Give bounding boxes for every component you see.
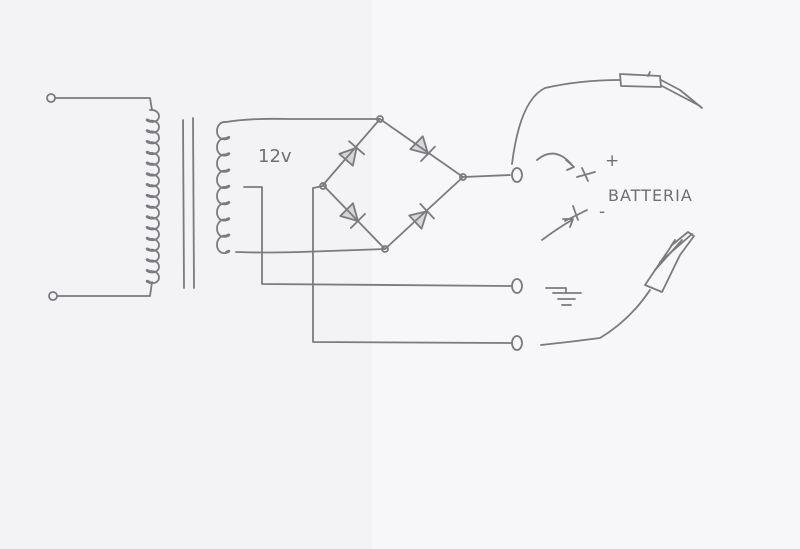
battery-symbol xyxy=(536,152,596,241)
diode-upper-right xyxy=(409,135,436,162)
ground-symbol-icon xyxy=(545,287,582,306)
bridge-node-top xyxy=(376,115,384,123)
minus-sign-label: - xyxy=(599,202,605,222)
positive-clamp-lead xyxy=(511,71,703,165)
terminal-negative xyxy=(511,335,523,351)
diode-lower-left xyxy=(339,202,366,229)
terminal-positive xyxy=(511,167,523,183)
output-terminals xyxy=(511,167,523,351)
secondary-winding xyxy=(216,117,513,287)
primary-coil xyxy=(145,109,160,284)
bridge-node-bottom xyxy=(381,245,389,253)
secondary-coil xyxy=(216,121,231,254)
positive-wire xyxy=(462,174,511,178)
voltage-label: 12v xyxy=(258,146,292,167)
transformer-core xyxy=(182,117,195,289)
secondary-coil-loops xyxy=(216,121,231,254)
center-tap-wire xyxy=(243,186,513,287)
plus-sign-label: + xyxy=(605,151,619,171)
primary-coil-loops xyxy=(145,109,160,284)
diode-lower-right xyxy=(408,203,435,230)
diode-upper-left xyxy=(338,140,366,167)
paper-right-half xyxy=(372,0,800,549)
battery-label: BATTERIA xyxy=(608,186,693,205)
negative-clamp-lead xyxy=(540,231,695,346)
bridge-rectifier xyxy=(319,115,467,253)
primary-winding xyxy=(46,93,160,301)
terminal-ground xyxy=(511,278,523,294)
negative-wire xyxy=(312,185,513,344)
